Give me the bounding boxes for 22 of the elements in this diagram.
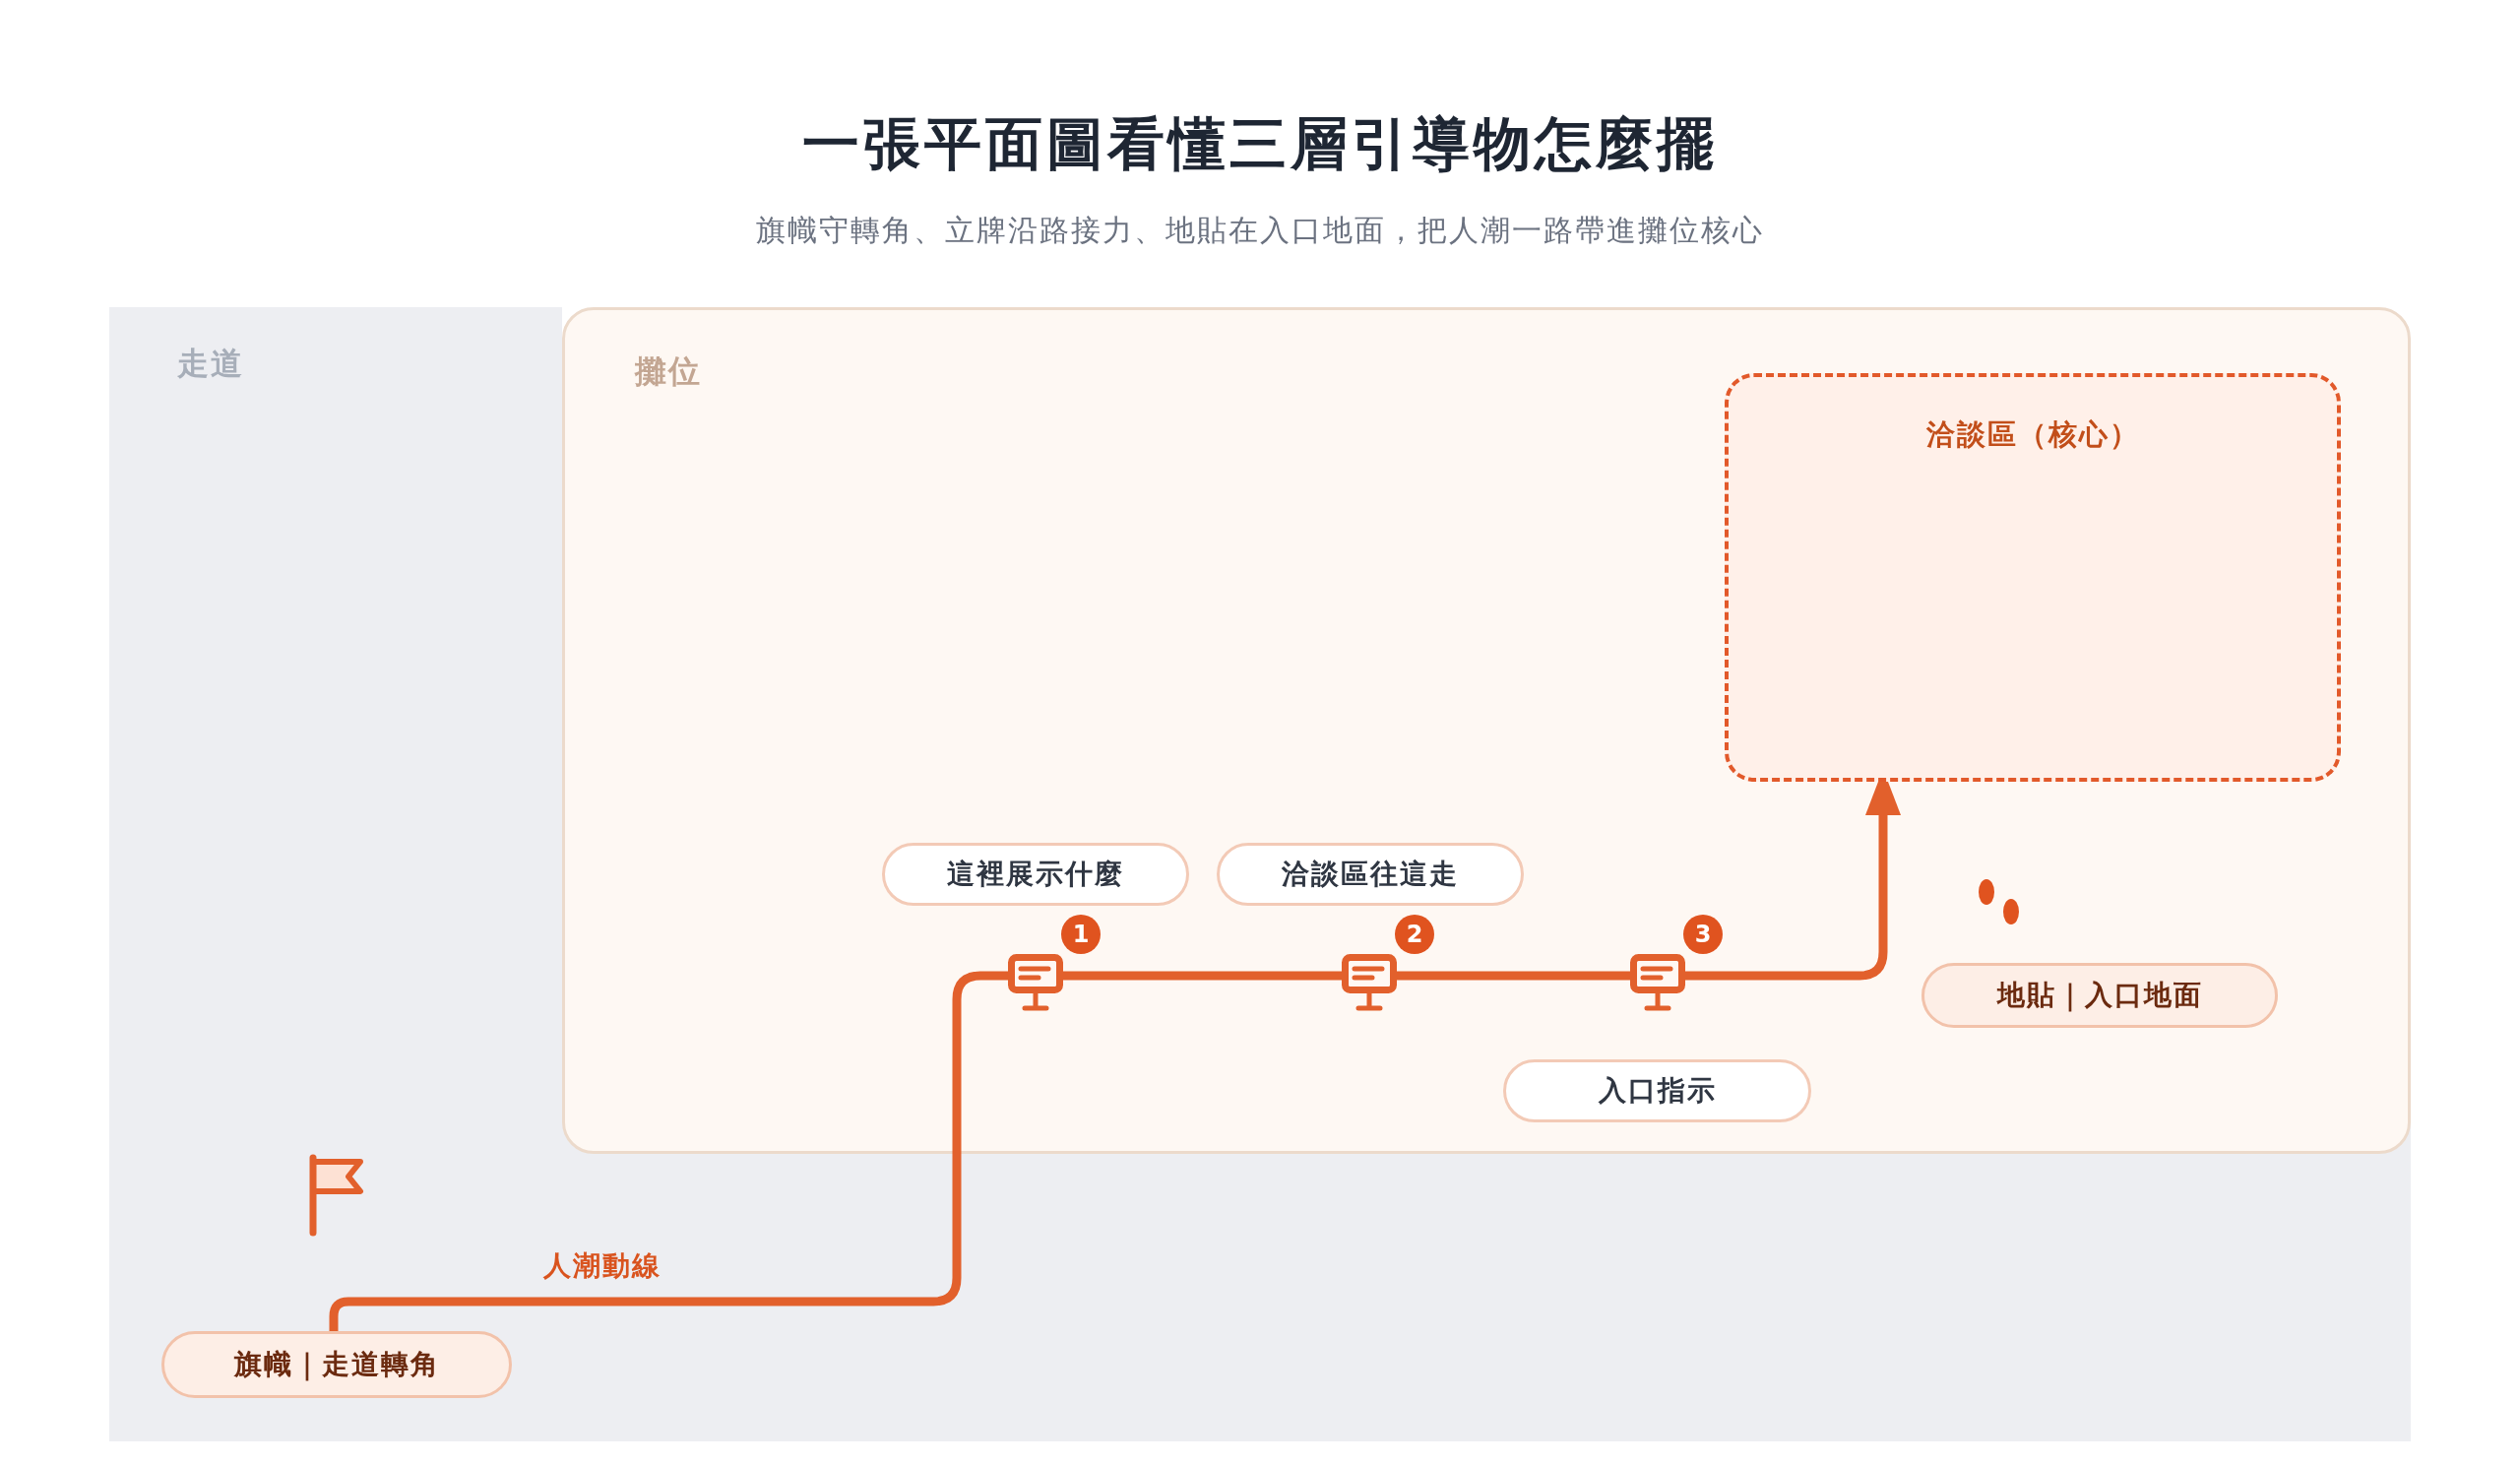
signboard-icon <box>1008 954 1063 1012</box>
zone-title: 攤位 <box>635 352 702 390</box>
guide-label: 地貼｜入口地面 <box>1922 963 2278 1028</box>
guide-label: 洽談區往這走 <box>1217 843 1524 906</box>
step-number: 1 <box>1061 915 1101 954</box>
booth-area <box>562 307 2411 1154</box>
signboard-icon <box>1342 954 1397 1012</box>
step-number: 2 <box>1395 915 1434 954</box>
subtitle: 旗幟守轉角、立牌沿路接力、地貼在入口地面，把人潮一路帶進攤位核心 <box>756 212 1764 249</box>
zone-title: 洽談區（核心） <box>1925 416 2140 453</box>
step-number: 3 <box>1683 915 1723 954</box>
zone-title: 走道 <box>177 345 244 382</box>
flow-line <box>329 971 1008 1331</box>
guide-label: 這裡展示什麼 <box>882 843 1189 906</box>
aisle-floor <box>109 307 2411 1441</box>
guide-label: 入口指示 <box>1503 1059 1811 1122</box>
meeting-zone <box>1725 373 2341 782</box>
signboard-icon <box>1630 954 1685 1012</box>
diagram-title: 一張平面圖看懂三層引導物怎麼擺 <box>802 109 1718 179</box>
flow-line <box>1063 971 1342 981</box>
guide-label: 旗幟｜走道轉角 <box>161 1331 512 1398</box>
flow-line <box>1397 971 1630 981</box>
